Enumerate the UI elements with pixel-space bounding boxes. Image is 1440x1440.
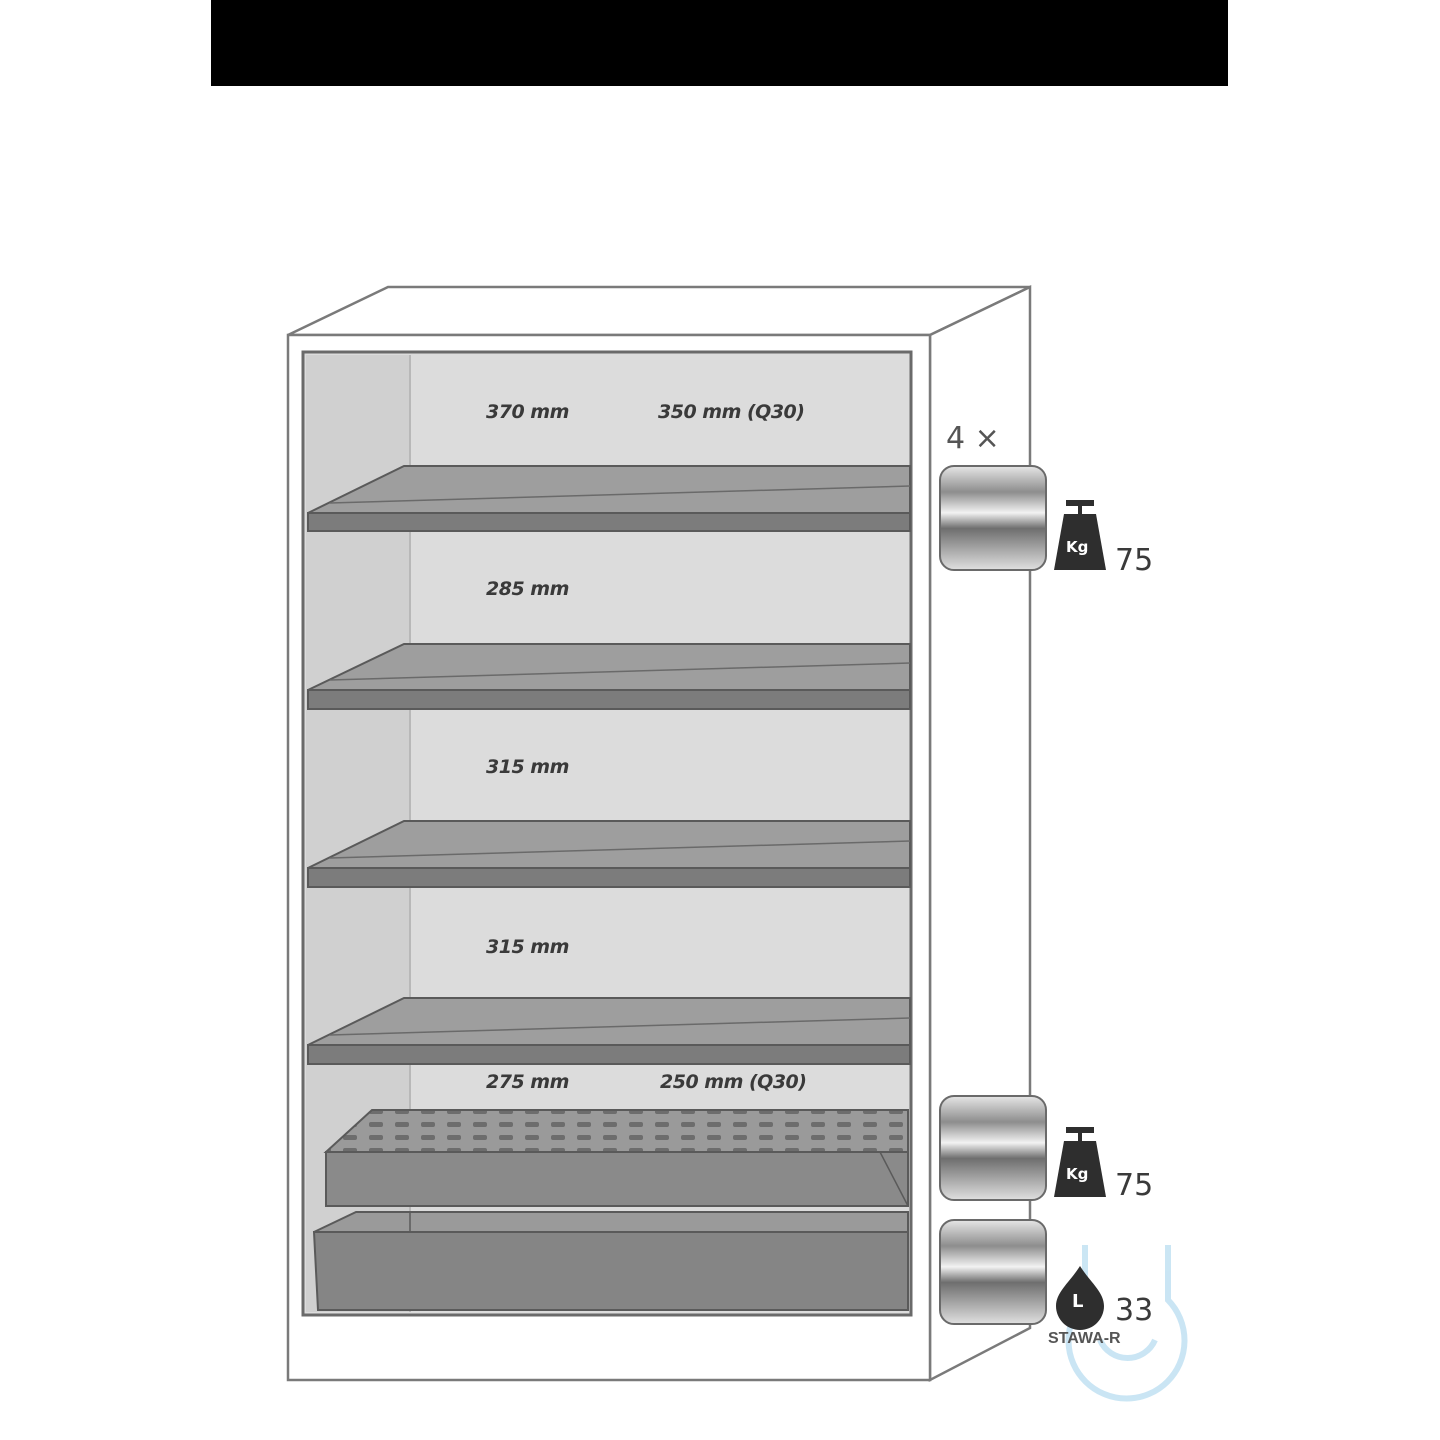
weight-unit-label: Kg xyxy=(1066,538,1089,556)
shelf-count-label: 4 × xyxy=(946,421,1000,456)
tray-load-value: 75 xyxy=(1115,1168,1154,1203)
liquid-drop-icon xyxy=(1056,1266,1104,1330)
weight-unit-label: Kg xyxy=(1066,1165,1089,1183)
shelf xyxy=(307,997,911,1065)
shelf-height-alt-label: 350 mm (Q30) xyxy=(658,401,805,423)
shelf xyxy=(307,643,911,710)
shelf xyxy=(307,820,911,888)
shelf-height-label: 315 mm xyxy=(486,936,569,958)
tray-load-cylinder xyxy=(939,1095,1047,1201)
shelf-load-cylinder xyxy=(939,465,1047,571)
header-bar xyxy=(211,0,1228,86)
standard-label: STAWA-R xyxy=(1048,1330,1121,1347)
shelf-height-label: 315 mm xyxy=(486,756,569,778)
shelf-height-alt-label: 250 mm (Q30) xyxy=(660,1071,807,1093)
shelf-height-label: 370 mm xyxy=(486,401,569,423)
liquid-unit-label: L xyxy=(1072,1291,1084,1312)
shelf-height-label: 285 mm xyxy=(486,578,569,600)
shelf-load-value: 75 xyxy=(1115,543,1154,578)
shelf-height-label: 275 mm xyxy=(486,1071,569,1093)
perforated-tray xyxy=(323,1109,909,1207)
sump-capacity-value: 33 xyxy=(1115,1293,1154,1328)
flask-logo-icon xyxy=(1065,1245,1188,1402)
sump-capacity-cylinder xyxy=(939,1219,1047,1325)
bottom-sump xyxy=(312,1211,909,1311)
shelf xyxy=(307,465,911,532)
weight-icon xyxy=(1054,1127,1106,1197)
weight-icon xyxy=(1054,500,1106,570)
